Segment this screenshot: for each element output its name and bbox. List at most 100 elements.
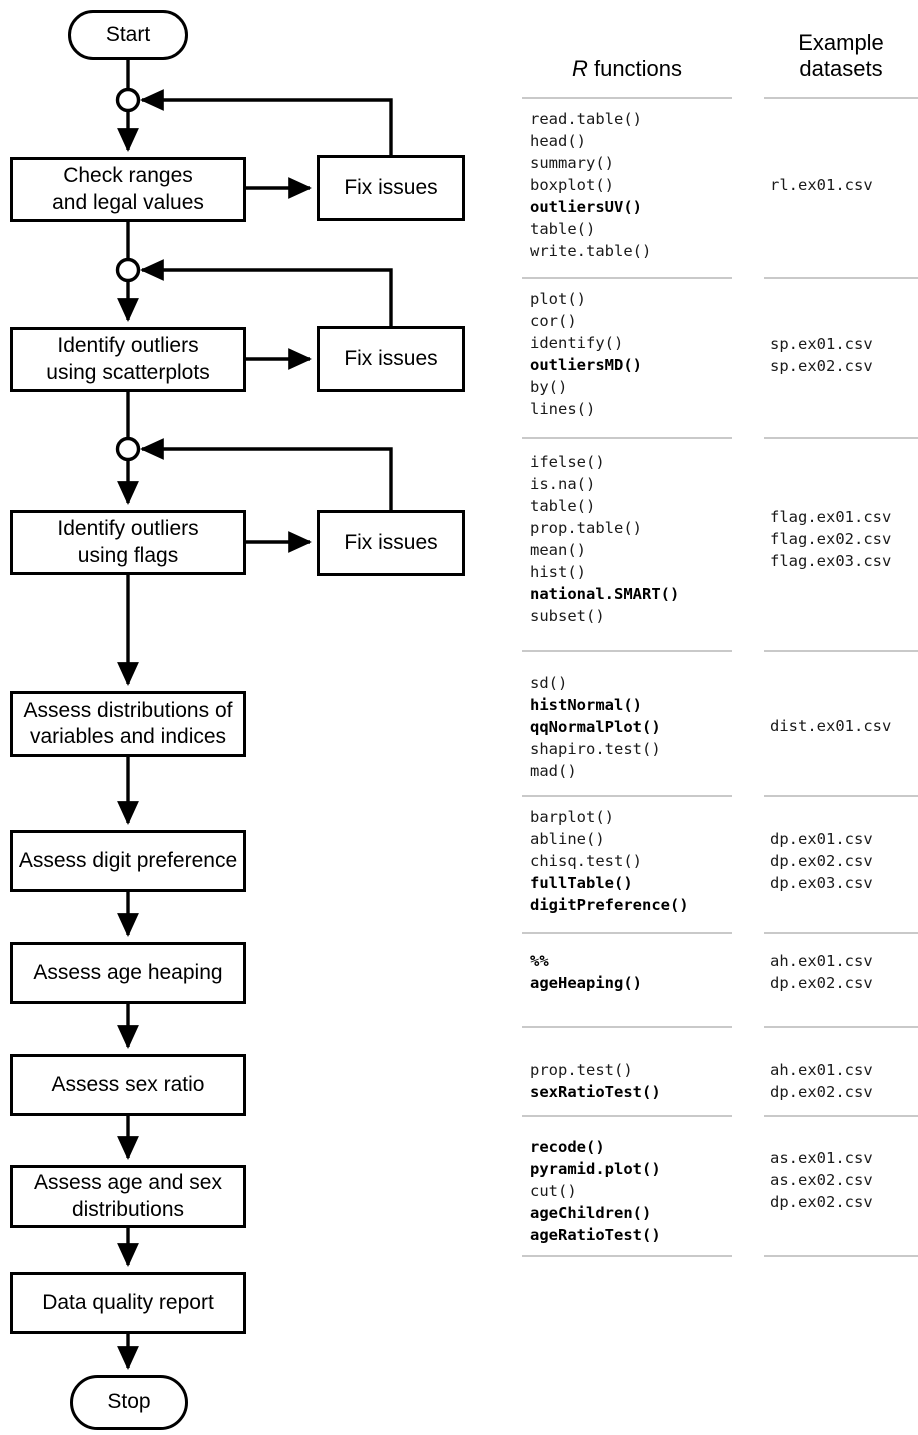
dataset-name: dp.ex02.csv [770,1083,873,1101]
node-stop[interactable]: Stop [70,1375,188,1430]
rule-fn-5 [522,932,732,934]
node-assess-age-sex-distributions[interactable]: Assess age and sex distributions [10,1165,246,1228]
rule-fn-4 [522,795,732,797]
dataset-name: sp.ex02.csv [770,357,873,375]
rule-ds-6 [764,1026,918,1028]
rule-ds-0 [764,97,918,99]
rule-fn-0 [522,97,732,99]
node-data-quality-report[interactable]: Data quality report [10,1272,246,1334]
function-name: prop.test() [530,1061,633,1079]
functions-cell-0: read.table()head()summary()boxplot()outl… [530,108,651,262]
flowchart-connectors [115,60,393,1370]
function-name: recode() [530,1138,605,1156]
datasets-cell-0: rl.ex01.csv [770,174,873,196]
node-assess-age-heaping[interactable]: Assess age heaping [10,942,246,1004]
dataset-name: flag.ex02.csv [770,530,892,548]
reference-table: R functions Example datasets read.table(… [500,0,918,1435]
rule-fn-8 [522,1255,732,1257]
functions-cell-3: sd() histNormal() qqNormalPlot() shapiro.te… [530,672,661,782]
r-italic: R [571,56,588,81]
function-name: outliersMD() [530,356,642,374]
function-name: shapiro.test() [530,740,661,758]
function-name: mean() [530,541,586,559]
function-name: ageRatioTest() [530,1226,661,1244]
function-name: sexRatioTest() [530,1083,661,1101]
dataset-name: dp.ex03.csv [770,874,873,892]
node-fix-issues-1[interactable]: Fix issues [317,155,465,221]
rule-fn-1 [522,277,732,279]
function-name: fullTable() [530,874,633,892]
function-name: abline() [530,830,605,848]
function-name: qqNormalPlot() [530,718,661,736]
rule-ds-3 [764,650,918,652]
function-name: histNormal() [530,696,642,714]
datasets-header-line2: datasets [799,55,883,81]
rule-ds-5 [764,932,918,934]
rule-fn-6 [522,1026,732,1028]
dataset-name: as.ex01.csv [770,1149,873,1167]
rule-fn-3 [522,650,732,652]
node-assess-digit-preference[interactable]: Assess digit preference [10,830,246,892]
function-name: chisq.test() [530,852,642,870]
functions-cell-5: %%ageHeaping() [530,950,642,994]
rule-ds-4 [764,795,918,797]
dataset-name: dp.ex01.csv [770,830,873,848]
function-name: write.table() [530,242,652,260]
functions-cell-7: recode()pyramid.plot()cut()ageChildren()… [530,1136,661,1246]
node-assess-distributions[interactable]: Assess distributions of variables and in… [10,691,246,757]
rule-ds-8 [764,1255,918,1257]
dataset-name: flag.ex03.csv [770,552,892,570]
function-name: hist() [530,563,586,581]
function-name: prop.table() [530,519,642,537]
column-header-r-functions: R functions [522,56,732,82]
node-identify-outliers-flags[interactable]: Identify outliers using flags [10,510,246,575]
dataset-name: sp.ex01.csv [770,335,873,353]
dataset-name: dp.ex02.csv [770,1193,873,1211]
function-name: table() [530,220,596,238]
function-name: boxplot() [530,176,614,194]
node-fix-issues-2[interactable]: Fix issues [317,326,465,392]
dataset-name: dp.ex02.csv [770,852,873,870]
function-name: cor() [530,312,577,330]
rule-ds-7 [764,1115,918,1117]
functions-cell-1: plot()cor()identify()outliersMD()by()lin… [530,288,642,420]
function-name: identify() [530,334,624,352]
function-name: plot() [530,290,586,308]
functions-cell-2: ifelse()is.na()table()prop.table()mean()… [530,451,679,627]
datasets-cell-3: dist.ex01.csv [770,715,891,737]
dataset-name: dp.ex02.csv [770,974,873,992]
datasets-cell-2: flag.ex01.csv flag.ex02.csv flag.ex03.csv [770,506,891,572]
node-identify-outliers-scatterplots[interactable]: Identify outliers using scatterplots [10,327,246,392]
dataset-name: rl.ex01.csv [770,176,873,194]
column-header-example-datasets: Example datasets [764,30,918,82]
rule-ds-1 [764,277,918,279]
node-assess-sex-ratio[interactable]: Assess sex ratio [10,1054,246,1116]
node-check-ranges[interactable]: Check ranges and legal values [10,157,246,222]
function-name: cut() [530,1182,577,1200]
functions-cell-4: barplot()abline()chisq.test()fullTable()… [530,806,689,916]
function-name: mad() [530,762,577,780]
function-name: head() [530,132,586,150]
dataset-name: flag.ex01.csv [770,508,892,526]
function-name: lines() [530,400,596,418]
function-name: ageHeaping() [530,974,642,992]
node-fix-issues-3[interactable]: Fix issues [317,510,465,576]
datasets-cell-4: dp.ex01.csv dp.ex02.csv dp.ex03.csv [770,828,873,894]
function-name: sd() [530,674,568,692]
rule-fn-2 [522,437,732,439]
function-name: table() [530,497,596,515]
rule-fn-7 [522,1115,732,1117]
function-name: read.table() [530,110,642,128]
function-name: subset() [530,607,605,625]
functions-cell-6: prop.test() sexRatioTest() [530,1059,661,1103]
functions-word: functions [587,56,683,81]
rule-ds-2 [764,437,918,439]
function-name: ifelse() [530,453,605,471]
dataset-name: dist.ex01.csv [770,717,892,735]
function-name: outliersUV() [530,198,642,216]
dataset-name: ah.ex01.csv [770,952,873,970]
node-start[interactable]: Start [68,10,188,60]
